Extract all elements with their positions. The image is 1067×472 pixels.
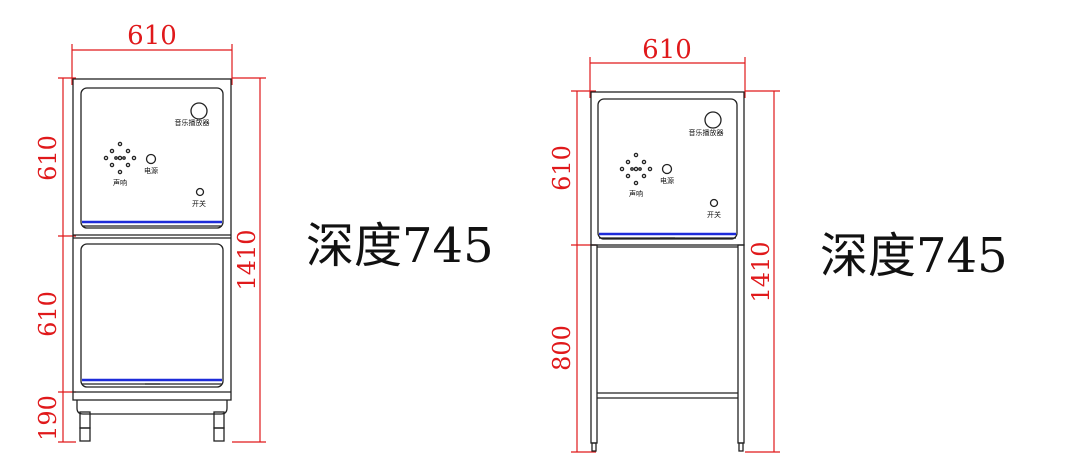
right-speaker-grille-icon	[619, 152, 653, 186]
left-indicator-icon	[195, 187, 205, 197]
left-speaker-label: 声响	[113, 178, 127, 187]
left-lower-door	[80, 243, 224, 388]
right-indicator-label: 开关	[707, 210, 721, 219]
left-power-icon	[145, 153, 157, 165]
right-stand-height-label: 800	[548, 325, 576, 371]
right-indicator-icon	[709, 198, 719, 208]
right-depth-label: 深度745	[820, 228, 1008, 284]
left-upper-door	[80, 87, 224, 229]
right-upper-door	[597, 98, 738, 240]
left-width-label: 610	[127, 21, 177, 51]
left-indicator-label: 开关	[192, 199, 206, 208]
left-cabinet-body	[72, 78, 232, 401]
left-lower-height-label: 610	[34, 291, 62, 337]
right-power-icon	[661, 163, 673, 175]
right-upper-height-label: 610	[548, 145, 576, 191]
right-total-height-label: 1410	[747, 241, 775, 302]
right-width-label: 610	[642, 35, 692, 65]
left-leg-height-label: 190	[34, 395, 62, 441]
right-top-button-label: 音乐播放器	[689, 128, 724, 137]
right-stand-frame	[590, 244, 745, 452]
left-power-label: 电源	[144, 166, 158, 175]
left-caster-left	[79, 411, 91, 442]
right-power-label: 电源	[660, 176, 674, 185]
left-base-frame	[76, 400, 228, 415]
left-speaker-grille-icon	[103, 141, 137, 175]
left-cabinet-drawing: 610 610 610 190 1410 音乐播放器	[34, 21, 266, 443]
left-caster-right	[213, 411, 225, 442]
right-top-button-icon	[704, 111, 722, 129]
right-cabinet-body	[590, 91, 745, 246]
left-top-button-icon	[190, 102, 208, 120]
left-upper-height-label: 610	[34, 135, 62, 181]
right-cabinet-drawing: 610 610 800 1410 音乐播放器	[548, 35, 780, 453]
left-total-height-label: 1410	[233, 229, 261, 290]
left-top-button-label: 音乐播放器	[175, 118, 210, 127]
left-depth-label: 深度745	[306, 218, 494, 274]
right-speaker-label: 声响	[629, 189, 643, 198]
